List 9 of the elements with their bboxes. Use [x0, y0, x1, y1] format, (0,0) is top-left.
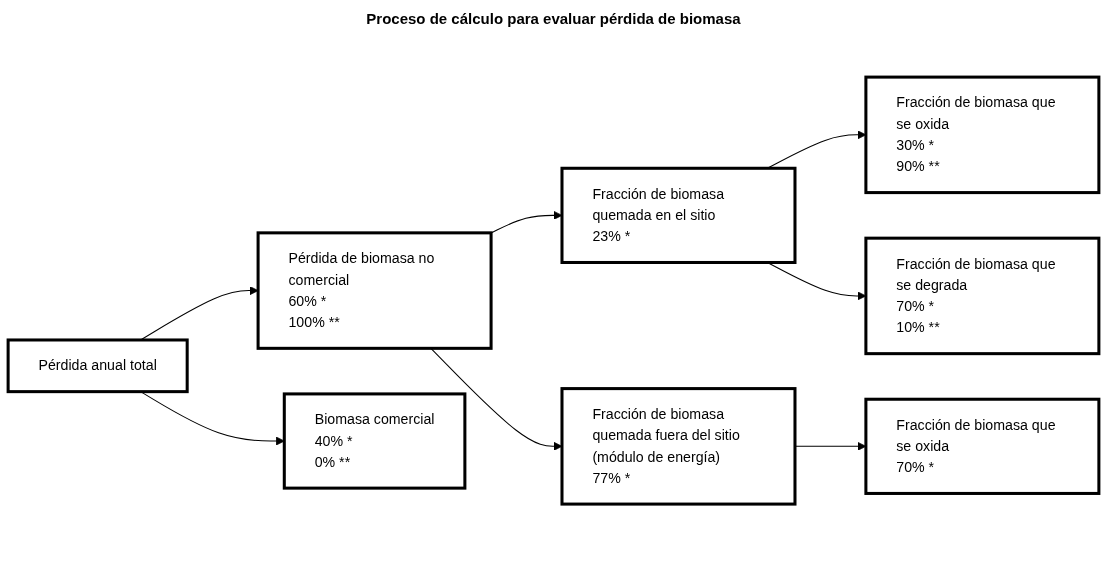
node-box: Pérdida de biomasa no comercial 60% * 100% ** — [256, 231, 493, 351]
diagram-title: Proceso de cálculo para evaluar pérdida de biomasa — [365, 10, 742, 27]
node-box: Pérdida anual total — [6, 338, 189, 394]
node-box: Fracción de biomasa quemada fuera del sitio (módulo de energía) 77% * — [560, 387, 797, 506]
node-box: Fracción de biomasa quemada en el sitio 23% * — [560, 167, 797, 265]
node-box: Fracción de biomasa que se oxida 70% * — [864, 398, 1101, 496]
node-box: Fracción de biomasa que se degrada 70% * 10% ** — [864, 237, 1101, 356]
node-box: Fracción de biomasa que se oxida 30% * 90% ** — [864, 76, 1101, 195]
node-box: Biomasa comercial 40% * 0% ** — [282, 392, 467, 491]
